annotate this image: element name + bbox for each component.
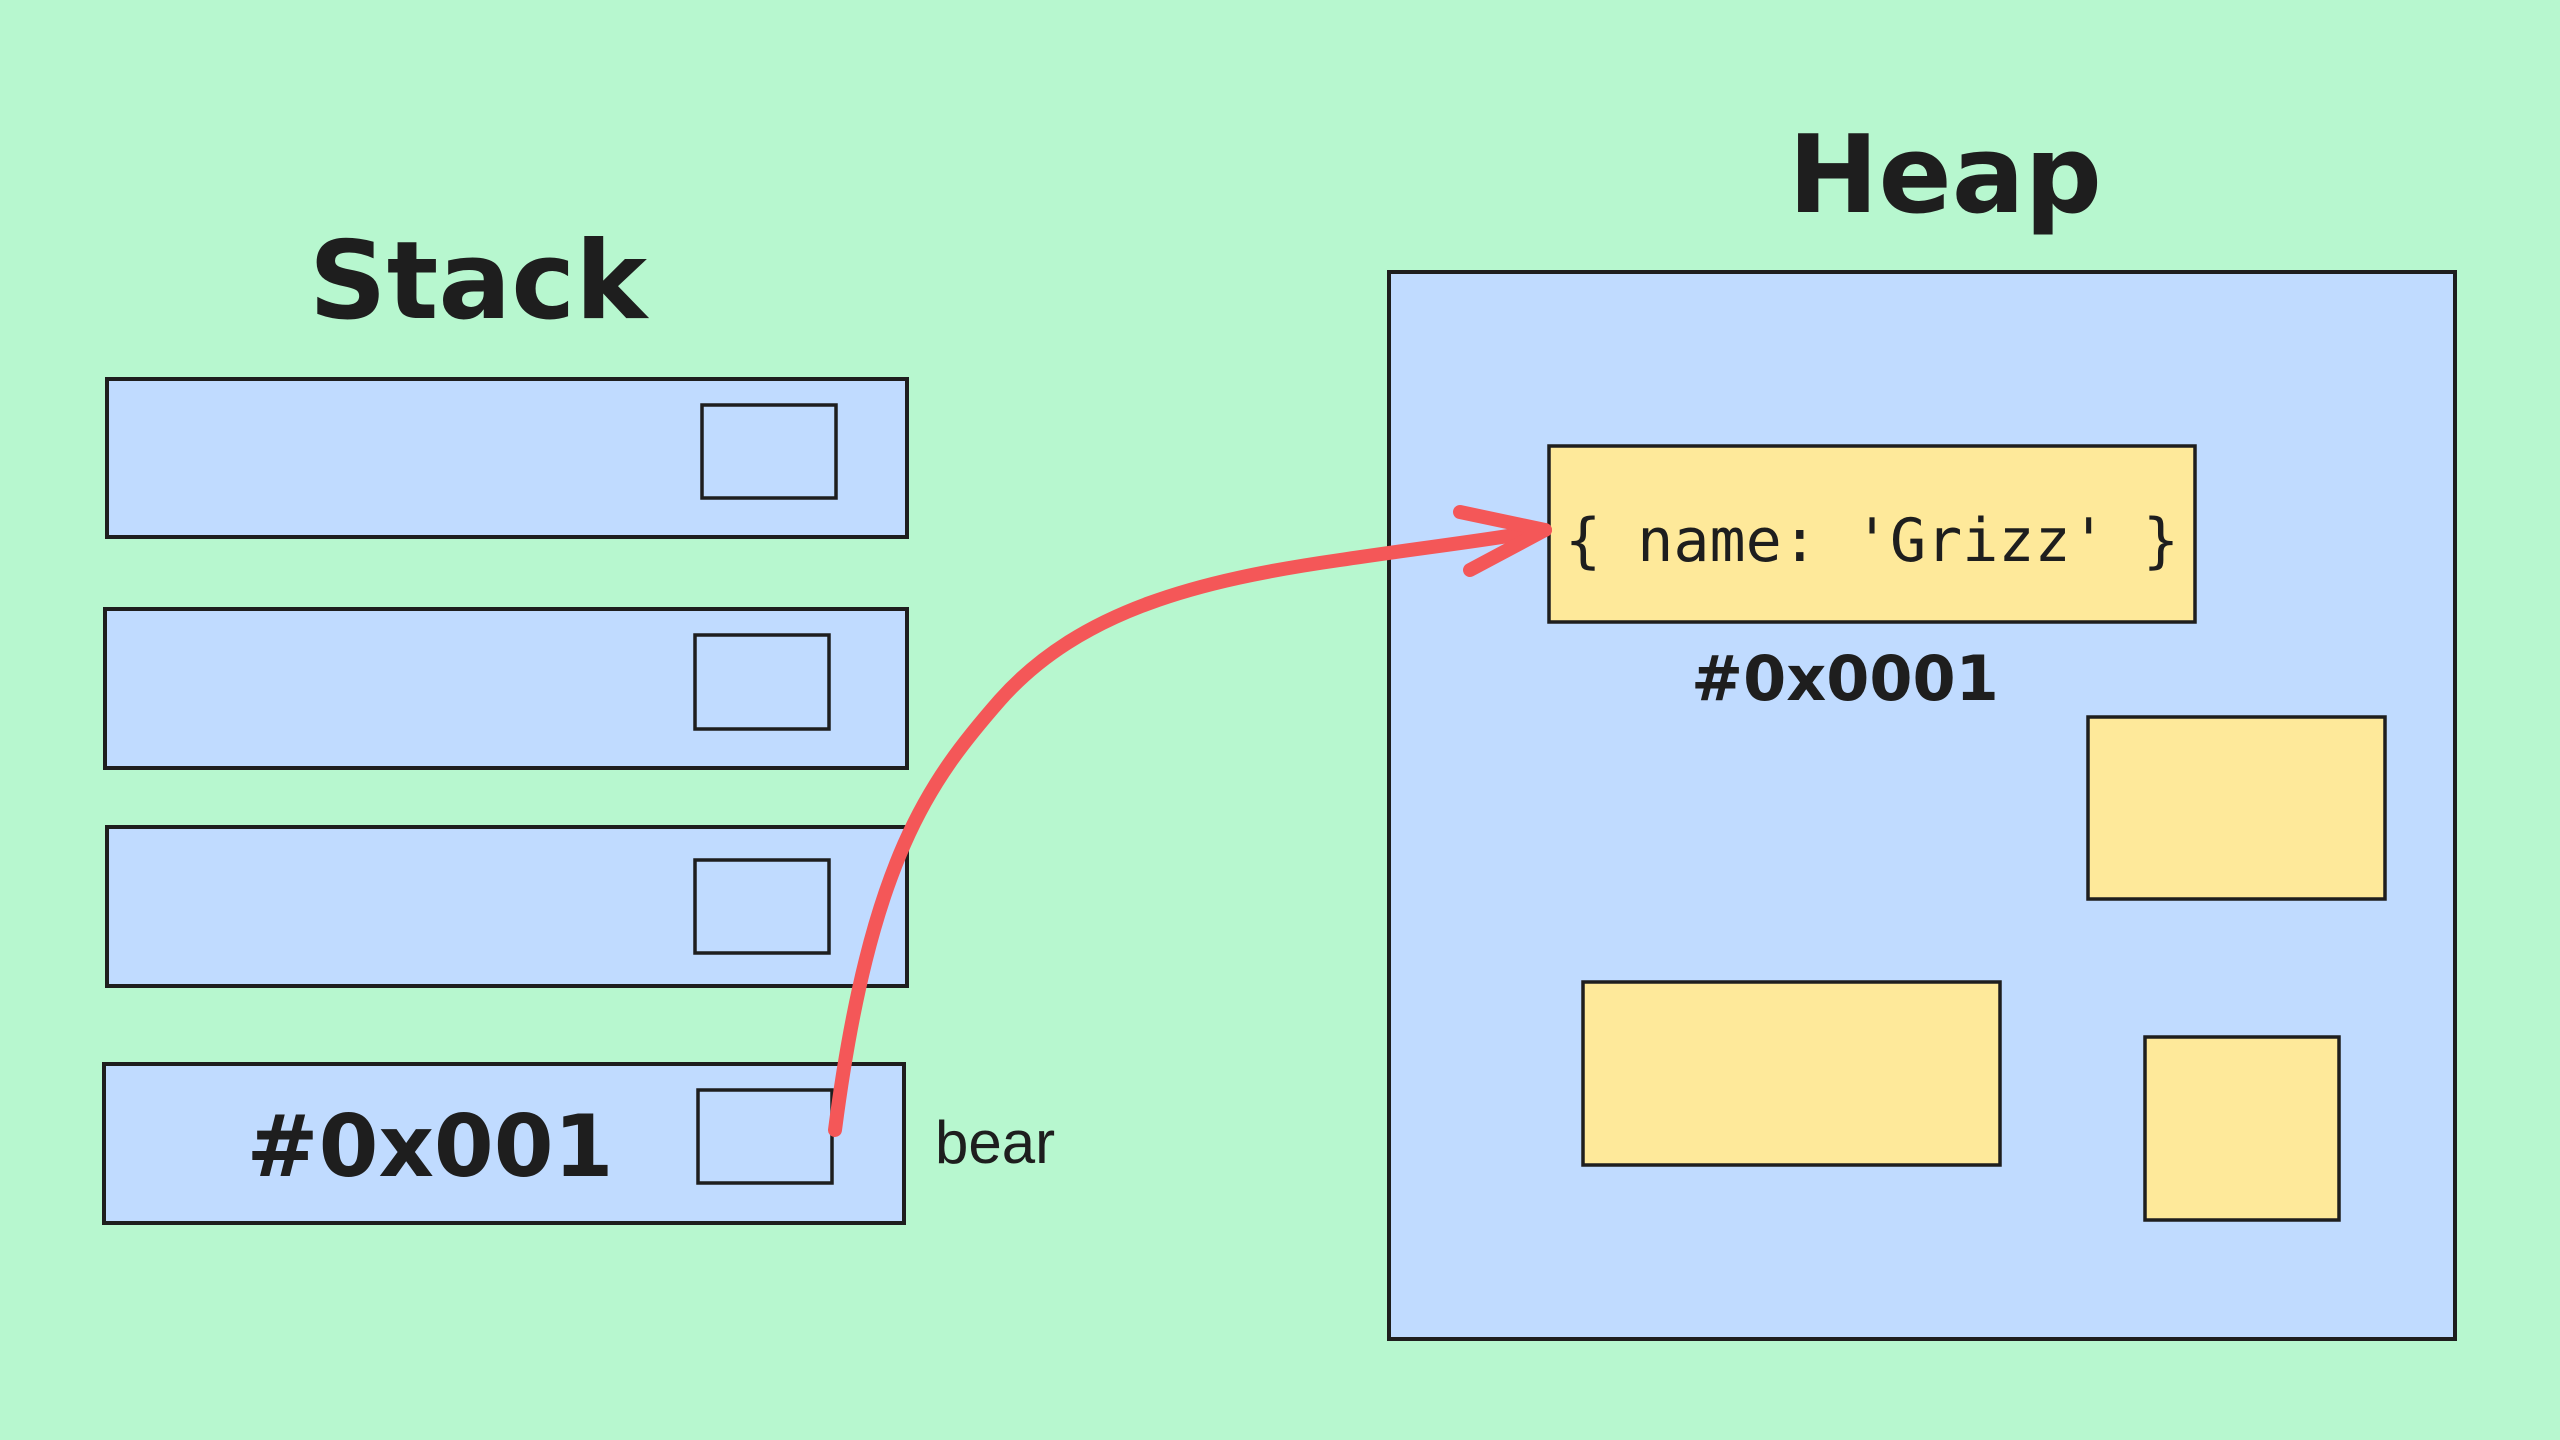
pointer-arrow <box>828 505 1552 1137</box>
stack-frame[interactable] <box>103 607 909 770</box>
stack-frame-value: #0x001 <box>247 1097 614 1197</box>
stack-frame-slot <box>693 633 831 731</box>
stack-frame-slot <box>696 1088 834 1185</box>
stack-frame-slot <box>700 403 838 500</box>
stack-frame-box <box>103 607 909 770</box>
stack-frame-slot <box>693 858 831 955</box>
stack-title: Stack <box>309 219 649 344</box>
pointer-arrow-head <box>1453 505 1552 577</box>
stack-frame-box <box>105 377 909 539</box>
heap-object-address: #0x0001 <box>1691 642 1999 715</box>
heap-object-content: { name: 'Grizz' } <box>1565 506 2179 576</box>
heap-object-box[interactable] <box>1581 980 2002 1167</box>
variable-name-label: bear <box>935 1109 1055 1176</box>
stack-frame-bear[interactable]: #0x001 <box>102 1062 906 1225</box>
heap-title: Heap <box>1788 113 2102 238</box>
pointer-arrow-line <box>828 523 1552 1137</box>
stack-frame-box <box>105 825 909 988</box>
heap-object-grizz[interactable]: { name: 'Grizz' } <box>1547 444 2197 624</box>
stack-frame[interactable] <box>105 825 909 988</box>
stack-frame[interactable] <box>105 377 909 539</box>
heap-object-box[interactable] <box>2143 1035 2341 1222</box>
heap-object-box[interactable] <box>2086 715 2387 901</box>
